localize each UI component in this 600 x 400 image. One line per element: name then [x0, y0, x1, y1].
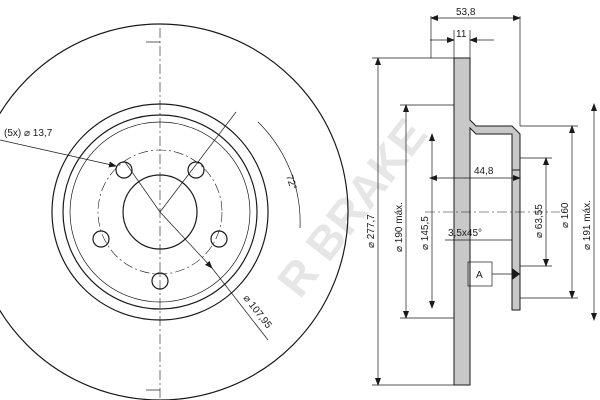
pcd-leader-tail — [211, 267, 269, 341]
angle-ray-b — [124, 161, 161, 213]
bolt-hole — [187, 161, 205, 179]
disc-outer-edge — [0, 23, 349, 400]
hat-outer-diameter-label: ⌀ 145,5 — [420, 216, 431, 250]
hat-depth-label: 44,8 — [474, 166, 494, 177]
front-view: (5x) ⌀ 13,7 72° ⌀ 107,95 — [0, 23, 349, 400]
bolt-hole — [115, 161, 133, 179]
bolt-hole — [92, 230, 110, 248]
hat-diameter-label: ⌀ 160 — [560, 202, 571, 228]
chamfer-label: 3,5x45° — [448, 228, 482, 239]
angle-label: 72° — [283, 174, 298, 192]
bolt-hole-label: (5x) ⌀ 13,7 — [4, 128, 53, 139]
thickness-label: 11 — [456, 29, 467, 40]
pcd-label: ⌀ 107,95 — [241, 293, 274, 331]
friction-diameter-label: ⌀ 190 máx. — [394, 202, 405, 252]
center-bore-label: ⌀ 63,55 — [534, 204, 545, 238]
pcd-leader — [159, 211, 213, 269]
hub-section — [511, 169, 521, 311]
angle-arc — [257, 121, 301, 229]
bolt-hole — [210, 230, 228, 248]
disc-section-profile — [453, 57, 521, 386]
outer-diameter-label: ⌀ 277,7 — [366, 214, 377, 248]
datum-label: A — [476, 270, 483, 281]
bolt-hole-leader — [0, 139, 117, 168]
watermark: R BRAKE — [267, 109, 437, 306]
section-view: 53,8 11 44,8 3,5x45° A ⌀ 277,7 ⌀ 190 máx… — [366, 7, 597, 386]
angle-ray-a — [159, 111, 237, 213]
datum-triangle — [512, 268, 520, 280]
overall-width-label: 53,8 — [456, 7, 476, 18]
max-diameter-label: ⌀ 191 máx. — [582, 200, 593, 250]
watermark-text: R BRAKE — [267, 109, 437, 306]
